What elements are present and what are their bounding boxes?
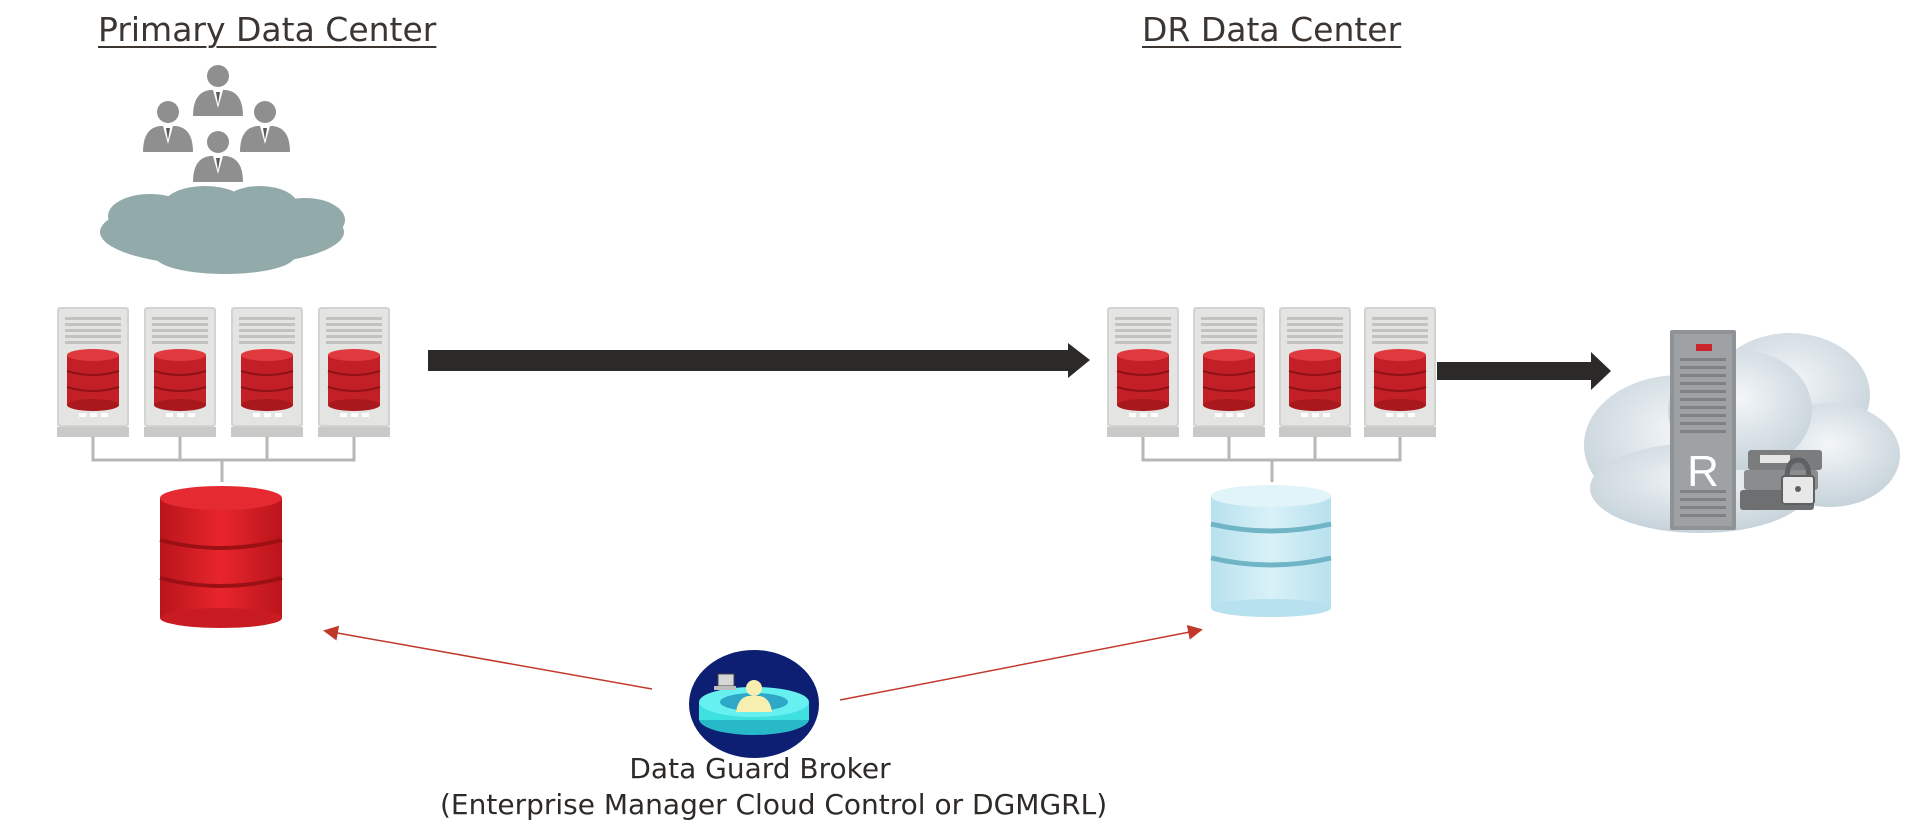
backup-arrow <box>1437 352 1611 390</box>
primary-interconnect <box>91 437 356 482</box>
secure-tape-icon <box>1740 450 1822 510</box>
broker-label: Data Guard Broker <box>629 752 891 785</box>
primary-database-icon <box>159 486 283 628</box>
primary-data-center-title: Primary Data Center <box>98 10 437 49</box>
dr-data-center-title: DR Data Center <box>1142 10 1402 49</box>
standby-database-servers <box>1106 306 1437 438</box>
broker-sublabel: (Enterprise Manager Cloud Control or DGM… <box>440 788 1108 821</box>
users-icon <box>143 65 290 182</box>
broker-to-primary-arrow <box>323 625 653 690</box>
recovery-appliance-icon: R <box>1670 330 1736 530</box>
data-guard-broker-icon <box>689 650 819 758</box>
primary-database-servers <box>56 306 391 438</box>
standby-interconnect <box>1141 437 1402 482</box>
redo-transport-arrow <box>428 343 1090 378</box>
standby-database-icon <box>1210 485 1332 617</box>
recovery-appliance-letter: R <box>1687 447 1719 496</box>
network-cloud-icon <box>100 186 345 274</box>
broker-to-standby-arrow <box>839 624 1203 701</box>
